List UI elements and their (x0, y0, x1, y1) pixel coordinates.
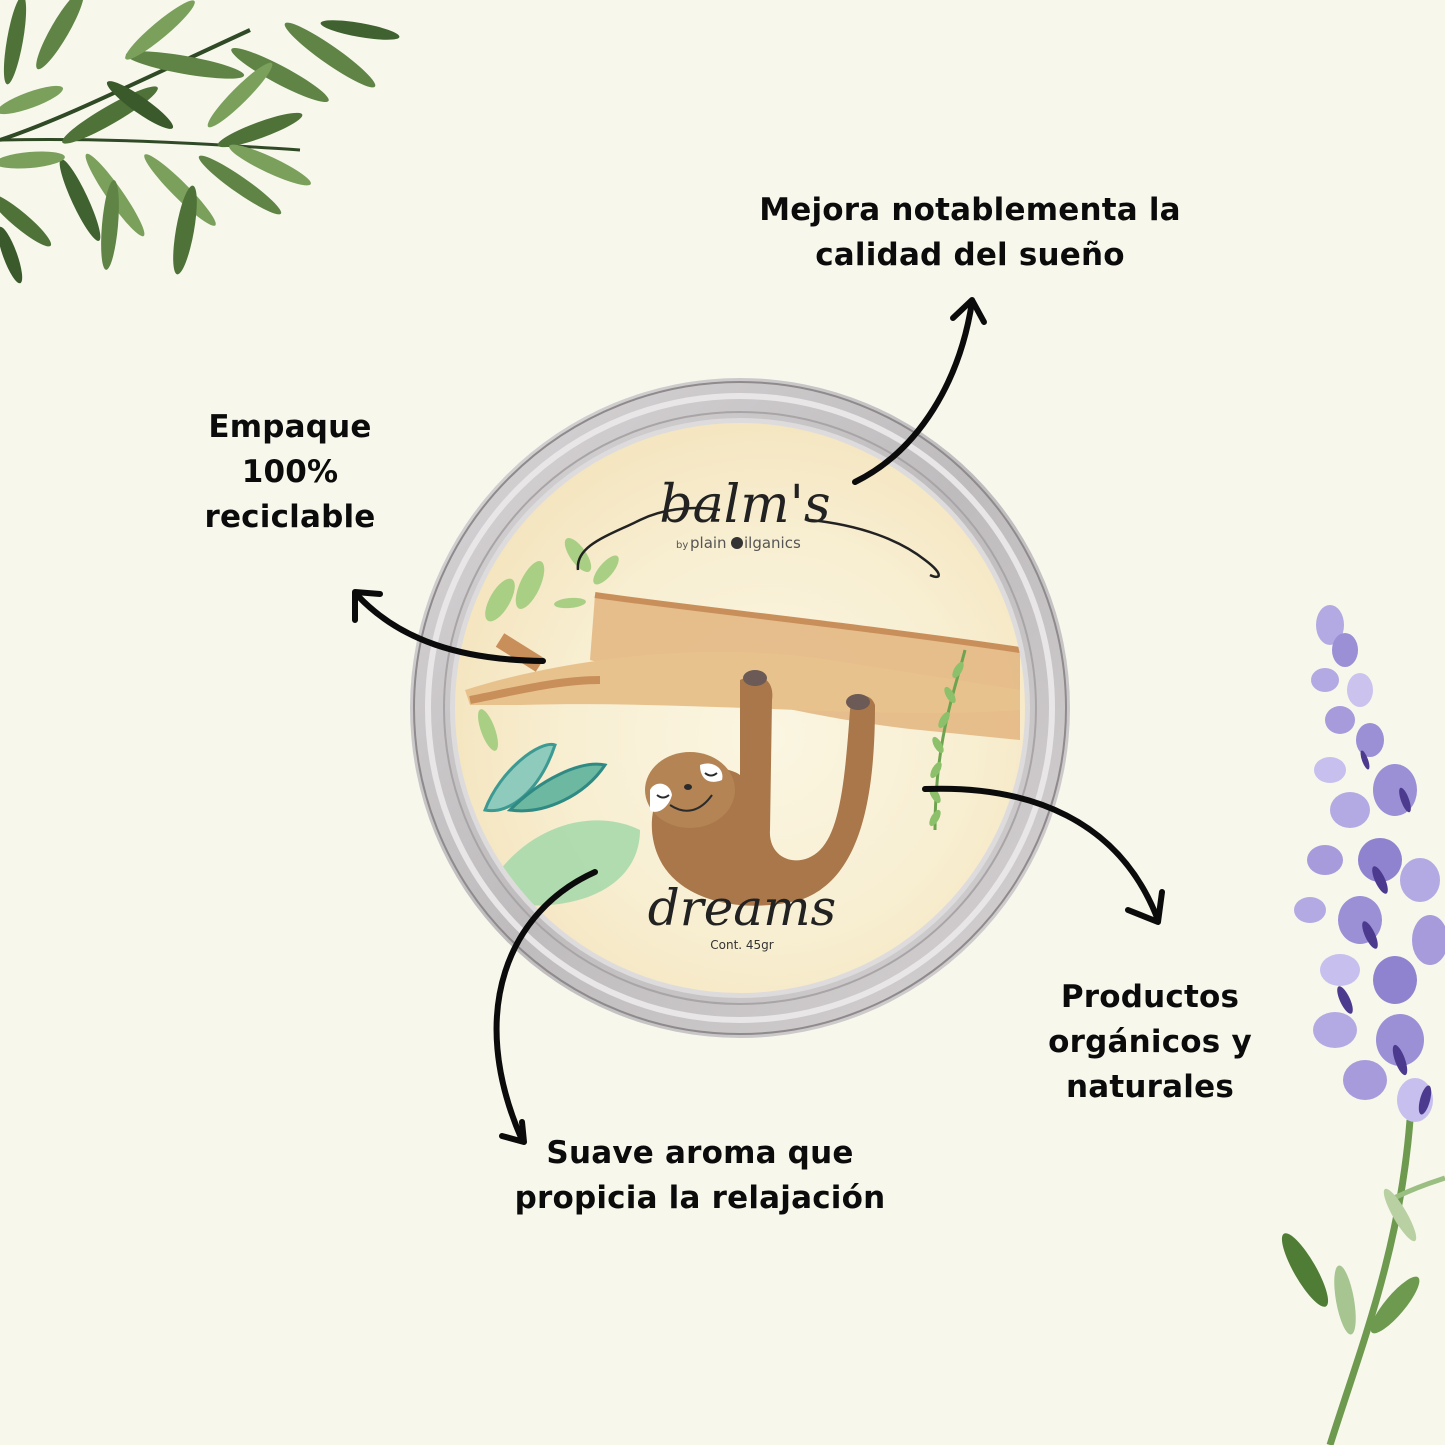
feature-line: 100% (241, 454, 339, 490)
feature-line: Productos (1060, 979, 1240, 1015)
arrow-organic-icon (922, 785, 1165, 925)
lavender-icon (1281, 605, 1445, 1445)
feature-line: calidad del sueño (815, 237, 1125, 273)
feature-organic-products: Productos orgánicos y naturales (1030, 975, 1270, 1110)
feature-line: naturales (1066, 1069, 1234, 1105)
arrow-sleep-icon (852, 297, 987, 485)
feature-line: Mejora notablementa la (759, 192, 1181, 228)
brand-prefix: by (676, 540, 688, 551)
brand-name-part1: plain (690, 534, 727, 552)
feature-relaxing-aroma: Suave aroma que propicia la relajación (495, 1131, 905, 1221)
feature-line: reciclable (204, 499, 376, 535)
brand-logo: by plain ilganics (676, 534, 801, 552)
arrow-packaging-icon (352, 589, 546, 664)
feature-line: Empaque (208, 409, 372, 445)
arrow-aroma-icon (493, 869, 598, 1145)
product-name-script: balm's (659, 475, 830, 535)
content-label: Cont. 45gr (710, 938, 774, 952)
brand-name-part2: ilganics (744, 534, 801, 552)
brand-dot-icon (731, 537, 743, 549)
feature-recyclable-packaging: Empaque 100% reciclable (180, 405, 400, 540)
feature-line: orgánicos y (1048, 1024, 1252, 1060)
sloth-illustration (465, 537, 1021, 906)
rosemary-icon (0, 0, 400, 284)
feature-sleep-quality: Mejora notablementa la calidad del sueño (745, 188, 1195, 278)
feature-line: Suave aroma que (546, 1135, 854, 1171)
feature-line: propicia la relajación (514, 1180, 886, 1216)
variant-name-script: dreams (648, 879, 836, 937)
